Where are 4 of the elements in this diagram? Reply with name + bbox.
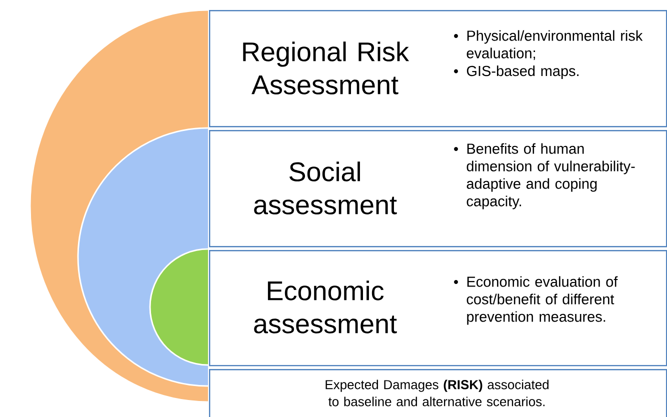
table-row: Economic assessment Economic evaluation of cost/benefit of different prevention measures. (209, 250, 667, 366)
table-row: Social assessment Benefits of human dimension of vulnerability- adaptive and coping capacity. (209, 130, 667, 248)
table-row: Expected Damages (RISK) associated to baseline and alternative scenarios. (209, 368, 667, 417)
table-row: Regional Risk Assessment Physical/environmental risk evaluation; GIS-based maps. (209, 10, 667, 128)
